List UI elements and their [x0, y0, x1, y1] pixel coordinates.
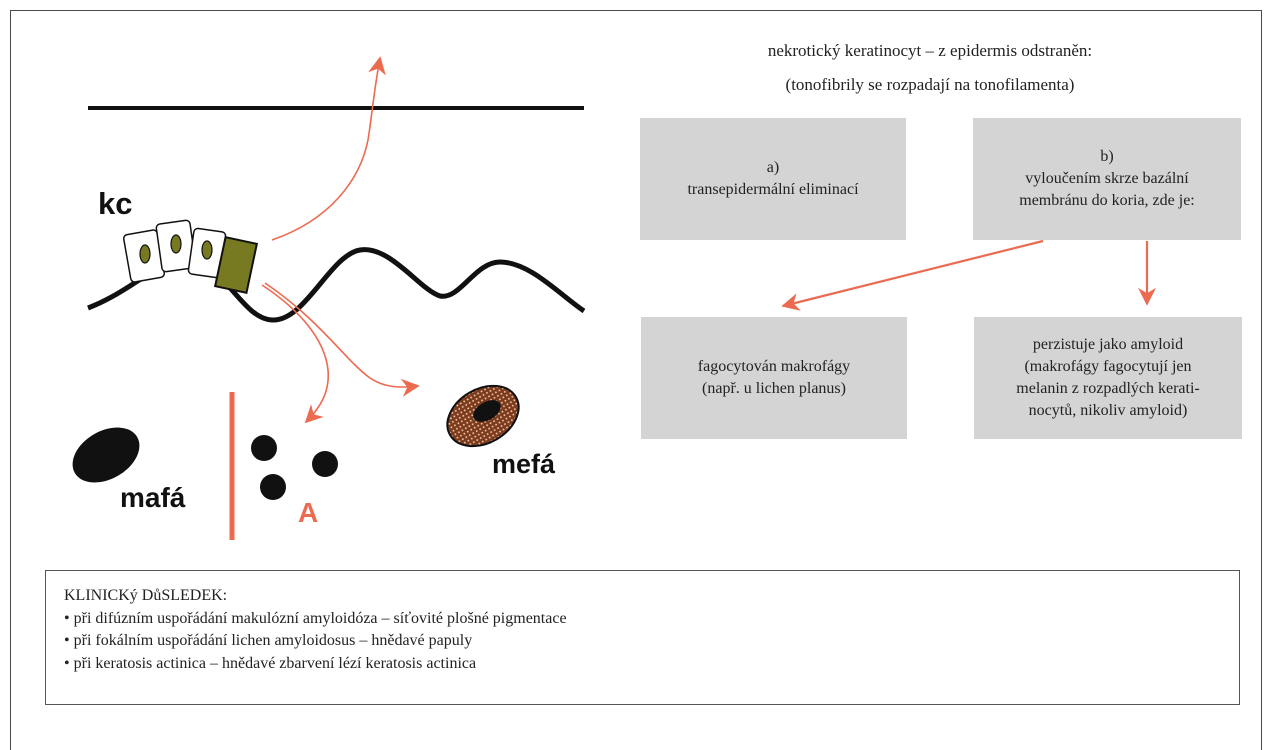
box-line: nocytů, nikoliv amyloid) — [1028, 402, 1188, 419]
amyloid-dot — [312, 451, 338, 477]
box-line: fagocytován makrofágy — [697, 358, 851, 375]
label-mafa: mafá — [120, 482, 186, 513]
keratinocyte-nucleus — [201, 240, 213, 260]
box-line: b) — [1100, 148, 1114, 165]
box-phagocytosed-by-macrophages: fagocytován makrofágy (např. u lichen pl… — [641, 317, 907, 439]
keratinocyte-nucleus — [139, 244, 151, 264]
clinical-item: při difúzním uspořádání makulózní amyloi… — [64, 608, 1239, 631]
clinical-list: při difúzním uspořádání makulózní amyloi… — [64, 608, 1239, 676]
box-line: (makrofágy fagocytují jen — [1024, 358, 1192, 375]
box-transepidermal-elimination: a) transepidermální eliminací — [640, 118, 906, 240]
box-line: perzistuje jako amyloid — [1032, 336, 1184, 353]
box-line: melanin z rozpadlých kerati- — [1016, 380, 1200, 397]
arrow-to-melanophage — [264, 282, 420, 397]
arrow-b-to-fagocytovan — [781, 239, 1044, 311]
box-persists-as-amyloid: perzistuje jako amyloid (makrofágy fagoc… — [974, 317, 1242, 439]
melanophage-nucleus — [473, 400, 501, 422]
label-mefa: mefá — [492, 449, 556, 479]
amyloid-dot — [251, 435, 277, 461]
clinical-item: při fokálním uspořádání lichen amyloidos… — [64, 630, 1239, 653]
label-kc: kc — [98, 186, 132, 221]
box-line: vyloučením skrze bazální — [1025, 170, 1189, 187]
figure-frame — [10, 10, 1262, 750]
box-line: a) — [766, 159, 780, 176]
box-line: (např. u lichen planus) — [702, 380, 846, 397]
arrow-transepidermal — [271, 56, 386, 241]
skin-illustration: kc mafá A mefá — [72, 56, 1156, 540]
macrophage-cell — [72, 427, 140, 483]
keratinocyte-cells — [122, 219, 259, 294]
box-line: transepidermální eliminací — [687, 181, 859, 198]
keratinocyte-nucleus — [170, 234, 182, 254]
melanophage-cell — [446, 384, 520, 448]
heading-line-2: (tonofibrily se rozpadají na tonofilamen… — [785, 75, 1075, 94]
amyloid-deposits — [251, 435, 338, 500]
clinical-item: při keratosis actinica – hnědavé zbarven… — [64, 653, 1239, 676]
amyloid-dot — [260, 474, 286, 500]
box-basement-membrane-exclusion: b) vyloučením skrze bazální membránu do … — [973, 118, 1241, 240]
arrow-to-amyloid — [261, 284, 330, 424]
clinical-consequence-box: KLINICKý DůSLEDEK: při difúzním uspořádá… — [45, 570, 1240, 705]
necrotic-keratinocyte — [213, 236, 259, 294]
box-line: membránu do koria, zde je: — [1019, 192, 1195, 209]
clinical-title: KLINICKý DůSLEDEK: — [64, 587, 228, 604]
label-a: A — [298, 497, 318, 528]
heading-line-1: nekrotický keratinocyt – z epidermis ods… — [767, 41, 1093, 60]
